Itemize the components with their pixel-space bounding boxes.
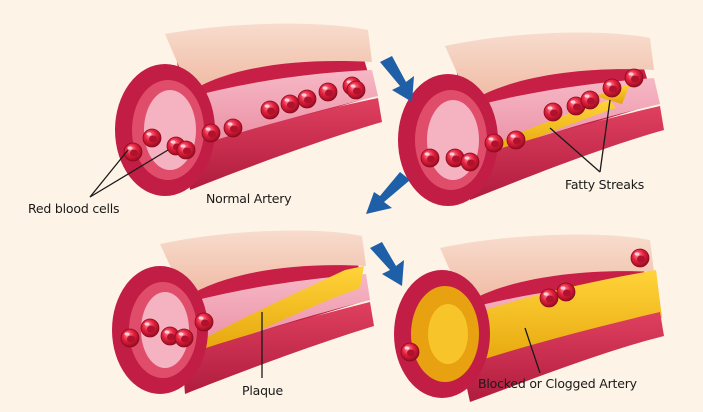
red-blood-cell	[581, 91, 599, 109]
red-blood-cell	[507, 131, 525, 149]
red-blood-cell	[281, 95, 299, 113]
label-blocked-artery: Blocked or Clogged Artery	[478, 376, 637, 391]
red-blood-cell	[401, 343, 419, 361]
red-blood-cell	[485, 134, 503, 152]
red-blood-cell	[261, 101, 279, 119]
red-blood-cell	[631, 249, 649, 267]
red-blood-cell	[143, 129, 161, 147]
label-normal-artery: Normal Artery	[206, 191, 291, 206]
red-blood-cell	[177, 141, 195, 159]
red-blood-cell	[121, 329, 139, 347]
red-blood-cell	[175, 329, 193, 347]
red-blood-cell	[141, 319, 159, 337]
red-blood-cell	[603, 79, 621, 97]
red-blood-cell	[298, 90, 316, 108]
label-red-blood-cells: Red blood cells	[28, 201, 119, 216]
red-blood-cell	[347, 81, 365, 99]
red-blood-cell	[625, 69, 643, 87]
red-blood-cell	[557, 283, 575, 301]
label-plaque: Plaque	[242, 383, 283, 398]
red-blood-cell	[319, 83, 337, 101]
red-blood-cell	[224, 119, 242, 137]
red-blood-cell	[544, 103, 562, 121]
label-fatty-streaks: Fatty Streaks	[565, 177, 644, 192]
red-blood-cell	[195, 313, 213, 331]
red-blood-cell	[540, 289, 558, 307]
red-blood-cell	[421, 149, 439, 167]
red-blood-cell	[461, 153, 479, 171]
red-blood-cell	[202, 124, 220, 142]
blocked-artery-opening	[428, 304, 468, 364]
